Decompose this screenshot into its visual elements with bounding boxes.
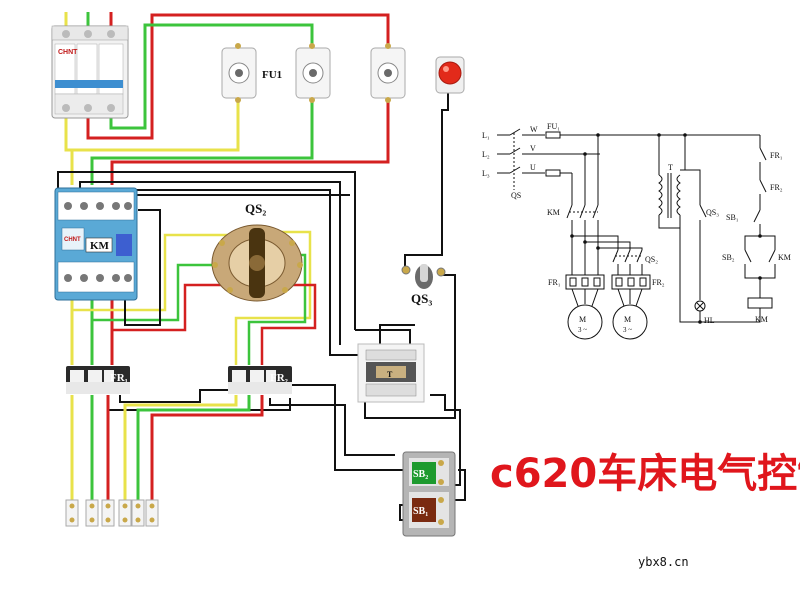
- thermal-relay-fr1: FR₁: [66, 366, 130, 394]
- sch-qs2: QS₂: [645, 255, 658, 264]
- wiring-photo: CHNT FU1: [51, 12, 466, 537]
- motor-2-symbol: [612, 304, 648, 340]
- sch-l3: L₃: [482, 169, 490, 178]
- sch-l2: L₂: [482, 150, 490, 159]
- sb2-label: SB₂: [413, 469, 428, 480]
- motor-1-symbol: [567, 304, 603, 340]
- sb1-button: [412, 498, 436, 522]
- rotary-switch-qs2: QS₂: [211, 201, 303, 302]
- km-coil-symbol: [747, 297, 773, 309]
- sb2-button: [412, 462, 436, 484]
- toggle-switch-qs3: QS₃: [401, 264, 446, 306]
- transformer-t: T: [357, 343, 425, 403]
- fuse-fu1: FU1: [221, 43, 406, 103]
- fu1-label: FU1: [262, 69, 282, 81]
- km-label: KM: [90, 240, 110, 252]
- sb1-label: SB₁: [413, 506, 428, 517]
- sch-sb2: SB₂: [722, 253, 735, 262]
- power-branches: [565, 135, 651, 340]
- push-button-box: SB₂ SB₁: [402, 451, 456, 537]
- breaker-brand: CHNT: [58, 49, 78, 56]
- sch-qs: QS: [511, 191, 521, 200]
- sch-w: W: [530, 125, 538, 134]
- thermal-relay-fr2: FR₂: [228, 366, 292, 394]
- contactor-km: CHNT KM: [54, 187, 138, 301]
- circuit-breaker: CHNT: [51, 25, 129, 119]
- fuse-2: [295, 43, 331, 103]
- sch-motor2-sub: 3 ~: [623, 326, 632, 334]
- sch-fr2-ctrl: FR₂: [770, 183, 783, 192]
- sch-km-main: KM: [547, 208, 560, 217]
- qs3-label: QS₃: [411, 291, 432, 306]
- qs2-label: QS₂: [245, 201, 266, 216]
- sch-fr2: FR₂: [652, 278, 665, 287]
- fr2-label: FR₂: [270, 372, 289, 384]
- watermark: ybx8.cn: [638, 555, 689, 569]
- sch-sb1: SB₁: [726, 213, 739, 222]
- sch-fr1: FR₁: [548, 278, 561, 287]
- sch-hl: HL: [704, 316, 715, 325]
- sch-v: V: [530, 144, 536, 153]
- contactor-brand: CHNT: [64, 237, 81, 243]
- supply-lines: [497, 128, 760, 190]
- control-transformer: [658, 135, 707, 323]
- fuse-1: [221, 43, 257, 103]
- schematic-labels: L₁ L₂ L₃ W V U FU₁ QS KM QS₂ FR₁ FR₂ M 3…: [482, 122, 791, 334]
- fuse-3: [370, 43, 406, 103]
- motor-terminals: [65, 499, 159, 527]
- t-label: T: [387, 370, 393, 379]
- fr1-label: FR₁: [110, 372, 128, 384]
- sch-fr1-ctrl: FR₁: [770, 151, 783, 160]
- diagram-title: c620车床电气控制: [490, 451, 800, 497]
- sch-t: T: [668, 163, 673, 172]
- control-circuit: [700, 135, 776, 323]
- sch-motor2: M: [624, 315, 631, 324]
- sch-km-aux: KM: [778, 253, 791, 262]
- junction-dots: [570, 133, 762, 324]
- schematic: [497, 128, 776, 340]
- sch-fu1: FU₁: [547, 122, 560, 131]
- indicator-lamp: [435, 56, 465, 94]
- sch-l1: L₁: [482, 131, 490, 140]
- sch-u: U: [530, 163, 536, 172]
- sch-km-coil: KM: [755, 315, 768, 324]
- sch-qs3: QS₃: [706, 208, 719, 217]
- sch-motor1: M: [579, 315, 586, 324]
- sch-motor1-sub: 3 ~: [578, 326, 587, 334]
